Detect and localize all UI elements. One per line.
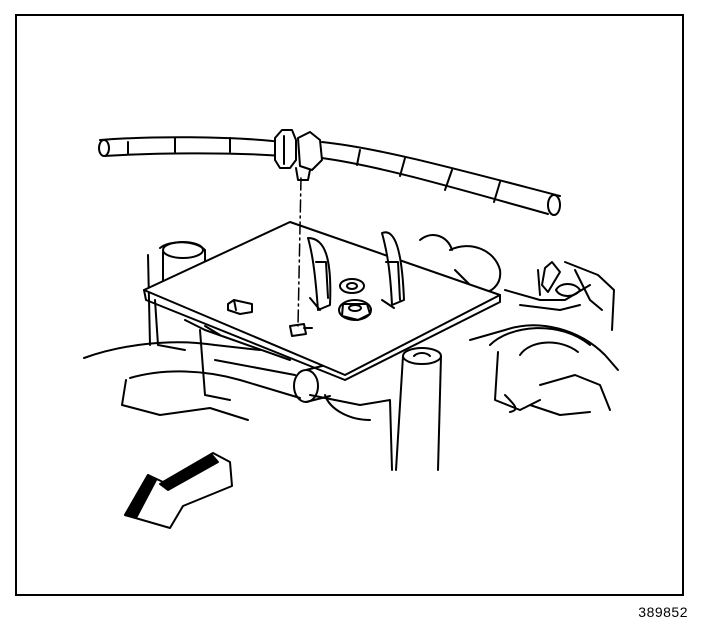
retaining-nut	[338, 278, 372, 321]
support-post	[395, 347, 442, 471]
hose-clamp	[274, 129, 323, 181]
figure-number: 389852	[638, 604, 688, 620]
direction-arrow-icon	[124, 452, 233, 529]
fitting	[227, 299, 313, 337]
fuel-hose	[98, 136, 561, 216]
alignment-line	[297, 177, 302, 327]
plate-studs	[307, 231, 405, 311]
